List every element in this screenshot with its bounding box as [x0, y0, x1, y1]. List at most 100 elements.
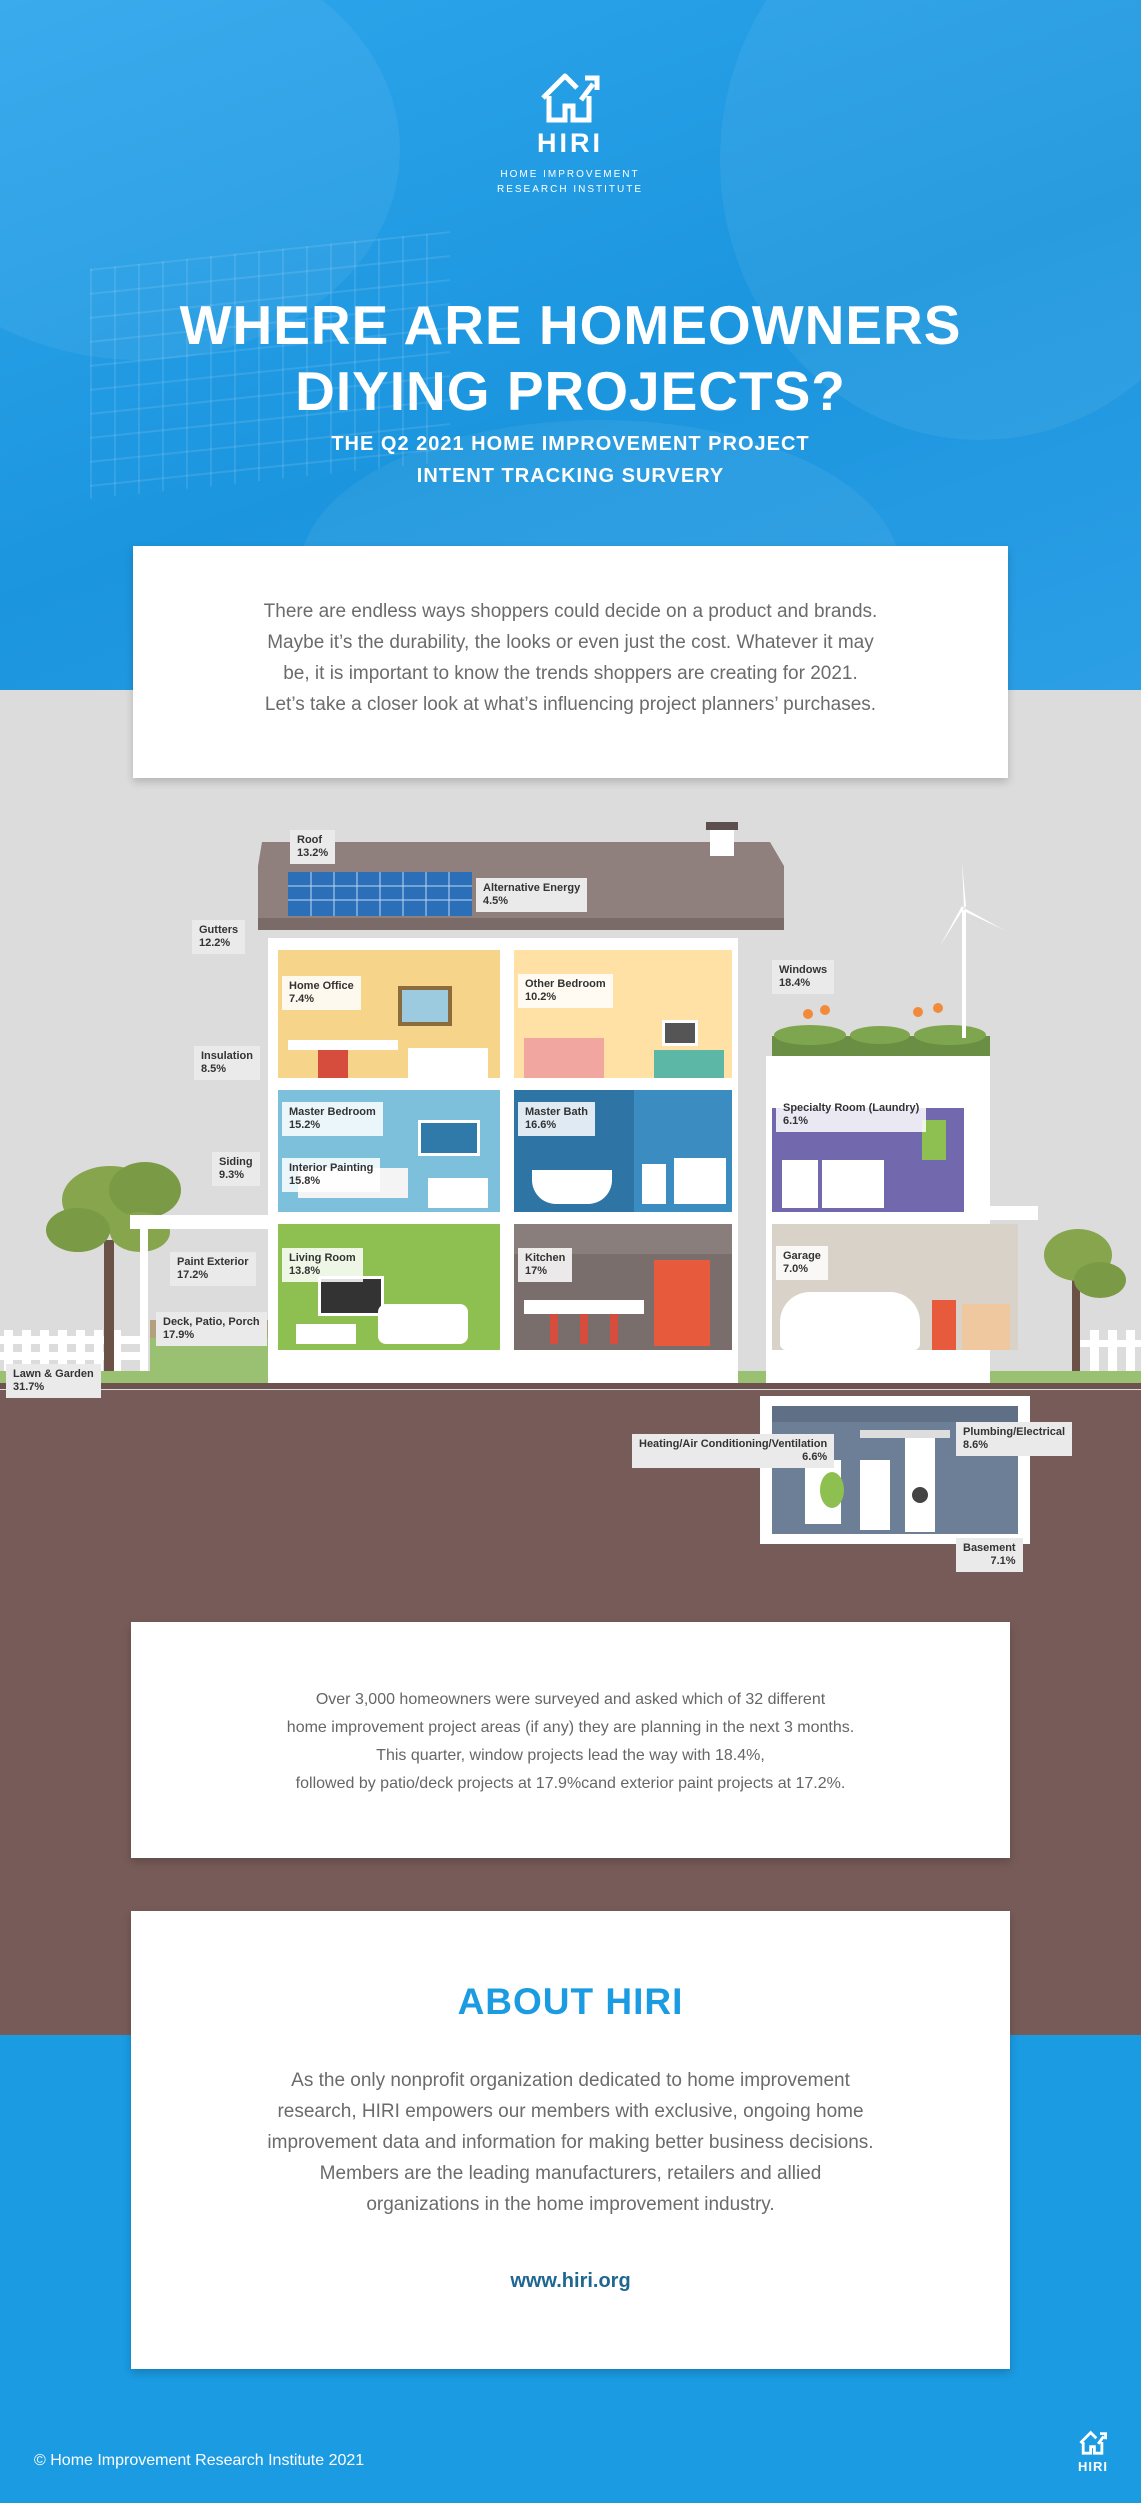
area-name: Alternative Energy [483, 882, 581, 894]
about-text-line: Members are the leading manufacturers, r… [319, 2163, 822, 2184]
area-name: Deck, Patio, Porch [163, 1316, 260, 1328]
area-name: Siding [219, 1156, 253, 1168]
page-title: WHERE ARE HOMEOWNERS DIYING PROJECTS? [0, 292, 1141, 424]
intro-text-line: be, it is important to know the trends s… [283, 663, 858, 684]
area-name: Kitchen [525, 1252, 566, 1264]
logo-subtitle-line: HOME IMPROVEMENT [500, 169, 640, 180]
area-name: Master Bedroom [289, 1106, 376, 1118]
about-card: ABOUT HIRI As the only nonprofit organiz… [131, 1911, 1010, 2369]
living-room-room [278, 1224, 500, 1350]
area-name: Roof [297, 834, 323, 846]
label-specialty-room: Specialty Room (Laundry)6.1% [776, 1098, 927, 1132]
survey-text-line: followed by patio/deck projects at 17.9%… [295, 1775, 846, 1792]
other-bedroom-room [514, 950, 732, 1078]
about-text-line: As the only nonprofit organization dedic… [291, 2070, 850, 2091]
area-name: Other Bedroom [525, 978, 606, 990]
house-arrow-icon [1079, 2430, 1107, 2455]
area-value: 13.8% [289, 1265, 321, 1277]
logo-subtitle: HOME IMPROVEMENT RESEARCH INSTITUTE [470, 167, 670, 197]
area-value: 15.2% [289, 1119, 321, 1131]
area-value: 17.2% [177, 1269, 209, 1281]
area-value: 31.7% [13, 1381, 45, 1393]
area-name: Windows [779, 964, 828, 976]
area-value: 15.8% [289, 1175, 321, 1187]
garage-room [772, 1224, 1018, 1350]
area-value: 16.6% [525, 1119, 557, 1131]
area-value: 4.5% [483, 895, 509, 907]
area-name: Heating/Air Conditioning/Ventilation [639, 1438, 828, 1450]
area-value: 17% [525, 1265, 548, 1277]
about-heading: ABOUT HIRI [457, 1981, 684, 2022]
survey-text-line: This quarter, window projects lead the w… [376, 1747, 765, 1764]
area-value: 6.1% [783, 1115, 809, 1127]
intro-text-line: Let’s take a closer look at what’s influ… [264, 694, 877, 715]
area-name: Plumbing/Electrical [963, 1426, 1066, 1438]
logo-subtitle-line: RESEARCH INSTITUTE [496, 184, 643, 195]
hiri-logo[interactable]: HIRI HOME IMPROVEMENT RESEARCH INSTITUTE [470, 66, 670, 197]
about-description: As the only nonprofit organization dedic… [131, 2065, 1010, 2220]
area-value: 6.6% [802, 1451, 828, 1463]
area-name: Basement [963, 1542, 1016, 1554]
area-name: Living Room [289, 1252, 356, 1264]
area-name: Paint Exterior [177, 1256, 249, 1268]
footer-logo-name: HIRI [1078, 2459, 1108, 2474]
home-office-room [278, 950, 500, 1078]
footer-logo[interactable]: HIRI [1072, 2428, 1114, 2474]
area-name: Gutters [199, 924, 239, 936]
area-value: 17.9% [163, 1329, 195, 1341]
area-value: 10.2% [525, 991, 557, 1003]
title-line: WHERE ARE HOMEOWNERS [179, 294, 962, 356]
area-value: 9.3% [219, 1169, 245, 1181]
copyright-text: © Home Improvement Research Institute 20… [34, 2452, 365, 2469]
area-name: Lawn & Garden [13, 1368, 94, 1380]
intro-card: There are endless ways shoppers could de… [133, 546, 1008, 778]
area-value: 8.5% [201, 1063, 227, 1075]
subtitle-line: INTENT TRACKING SURVERY [416, 465, 725, 487]
area-value: 13.2% [297, 847, 329, 859]
survey-text-line: home improvement project areas (if any) … [286, 1719, 855, 1736]
about-text-line: organizations in the home improvement in… [366, 2194, 775, 2215]
area-name: Specialty Room (Laundry) [783, 1102, 920, 1114]
area-name: Master Bath [525, 1106, 588, 1118]
area-value: 12.2% [199, 937, 231, 949]
survey-summary-card: Over 3,000 homeowners were surveyed and … [131, 1622, 1010, 1858]
area-value: 8.6% [963, 1439, 989, 1451]
area-value: 7.4% [289, 993, 315, 1005]
area-value: 7.0% [783, 1263, 809, 1275]
website-link[interactable]: www.hiri.org [510, 2270, 631, 2292]
logo-name: HIRI [537, 128, 603, 158]
master-bath-room [514, 1090, 732, 1212]
intro-text-line: Maybe it’s the durability, the looks or … [267, 632, 874, 653]
area-name: Home Office [289, 980, 354, 992]
kitchen-room [514, 1224, 732, 1350]
area-value: 7.1% [990, 1555, 1016, 1567]
about-text-line: research, HIRI empowers our members with… [277, 2101, 864, 2122]
survey-text-line: Over 3,000 homeowners were surveyed and … [315, 1691, 826, 1708]
area-name: Interior Painting [289, 1162, 374, 1174]
title-line: DIYING PROJECTS? [295, 360, 846, 422]
master-bedroom-room [278, 1090, 500, 1212]
area-value: 18.4% [779, 977, 811, 989]
house-arrow-icon [541, 73, 600, 123]
subtitle-line: THE Q2 2021 HOME IMPROVEMENT PROJECT [331, 433, 810, 455]
